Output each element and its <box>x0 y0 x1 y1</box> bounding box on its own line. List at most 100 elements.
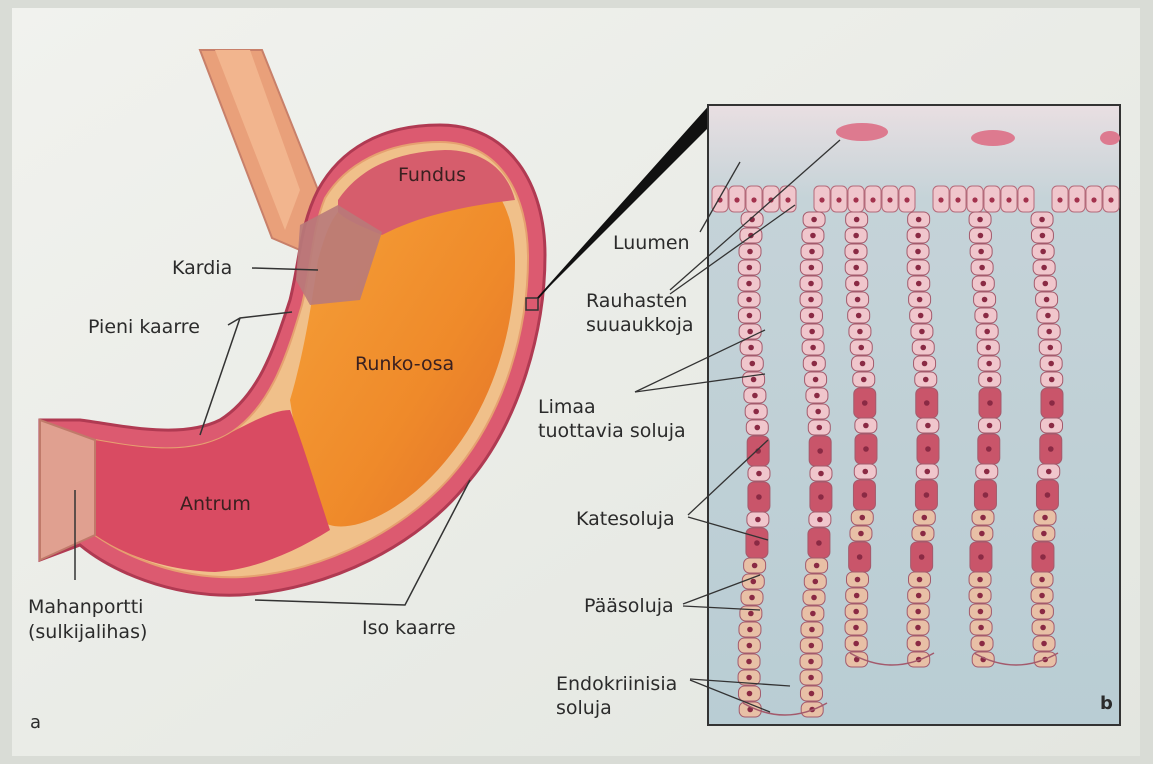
nucleus <box>955 197 960 202</box>
nucleus <box>1041 265 1047 271</box>
pit-2 <box>971 130 1015 146</box>
nucleus <box>977 217 983 223</box>
nucleus <box>817 448 823 454</box>
nucleus <box>1048 361 1054 367</box>
nucleus <box>854 281 860 287</box>
nucleus <box>925 423 931 429</box>
panel-letter-a: a <box>30 712 41 734</box>
pit-3 <box>1100 131 1120 145</box>
nucleus <box>1048 446 1054 452</box>
nucleus <box>1041 531 1047 537</box>
nucleus <box>810 345 816 351</box>
nucleus <box>809 329 815 335</box>
nucleus <box>746 281 752 287</box>
label-pieni-kaarre: Pieni kaarre <box>88 316 200 338</box>
nucleus <box>809 313 815 319</box>
nucleus <box>854 593 860 599</box>
nucleus <box>925 446 931 452</box>
label-kardia: Kardia <box>172 257 232 279</box>
nucleus <box>863 446 869 452</box>
label-antrum: Antrum <box>180 493 251 515</box>
label-limaa: Limaa <box>538 396 596 418</box>
nucleus <box>978 554 984 560</box>
nucleus <box>808 675 814 681</box>
label-endokriinisia: Endokriinisia <box>556 673 677 695</box>
nucleus <box>855 297 861 303</box>
label-endo-soluja: soluja <box>556 697 612 719</box>
nucleus <box>809 691 815 697</box>
label-luumen: Luumen <box>613 232 690 254</box>
nucleus <box>1049 423 1055 429</box>
nucleus <box>915 641 921 647</box>
nucleus <box>750 579 756 585</box>
nucleus <box>748 345 754 351</box>
nucleus <box>1042 515 1048 521</box>
nucleus <box>853 265 859 271</box>
nucleus <box>984 329 990 335</box>
nucleus <box>870 197 875 202</box>
nucleus <box>977 593 983 599</box>
label-iso-kaarre: Iso kaarre <box>362 617 456 639</box>
nucleus <box>977 577 983 583</box>
nucleus <box>747 265 753 271</box>
nucleus <box>734 197 739 202</box>
nucleus <box>887 197 892 202</box>
nucleus <box>814 563 820 569</box>
nucleus <box>853 625 859 631</box>
nucleus <box>816 540 822 546</box>
nucleus <box>754 425 760 431</box>
nucleus <box>862 469 868 475</box>
nucleus <box>747 249 753 255</box>
label-sulkijalihas: (sulkijalihas) <box>28 621 147 643</box>
nucleus <box>754 540 760 546</box>
nucleus <box>986 361 992 367</box>
nucleus <box>919 329 925 335</box>
nucleus <box>982 297 988 303</box>
nucleus <box>917 297 923 303</box>
nucleus <box>755 517 761 523</box>
nucleus <box>809 643 815 649</box>
nucleus <box>983 492 989 498</box>
nucleus <box>1039 577 1045 583</box>
nucleus <box>808 297 814 303</box>
nucleus <box>816 425 822 431</box>
nucleus <box>749 595 755 601</box>
nucleus <box>747 643 753 649</box>
nucleus <box>921 515 927 521</box>
nucleus <box>924 469 930 475</box>
nucleus <box>978 625 984 631</box>
nucleus <box>853 609 859 615</box>
nucleus <box>817 517 823 523</box>
nucleus <box>918 313 924 319</box>
nucleus <box>1044 297 1050 303</box>
nucleus <box>752 563 758 569</box>
nucleus <box>857 554 863 560</box>
pylorus <box>40 420 95 560</box>
nucleus <box>1040 554 1046 560</box>
nucleus <box>916 593 922 599</box>
nucleus <box>836 197 841 202</box>
label-tuottavia-soluja: tuottavia soluja <box>538 420 686 442</box>
nucleus <box>1074 197 1079 202</box>
nucleus <box>917 577 923 583</box>
nucleus <box>984 469 990 475</box>
nucleus <box>814 393 820 399</box>
nucleus <box>979 531 985 537</box>
nucleus <box>1040 625 1046 631</box>
nucleus <box>916 217 922 223</box>
nucleus <box>809 249 815 255</box>
nucleus <box>1108 197 1113 202</box>
nucleus <box>746 675 752 681</box>
nucleus <box>972 197 977 202</box>
nucleus <box>979 265 985 271</box>
nucleus <box>862 400 868 406</box>
nucleus <box>854 217 860 223</box>
nucleus <box>987 423 993 429</box>
nucleus <box>809 627 815 633</box>
label-paasoluja: Pääsoluja <box>584 595 674 617</box>
nucleus <box>1039 593 1045 599</box>
label-rauhasten: Rauhasten <box>586 290 687 312</box>
nucleus <box>1040 609 1046 615</box>
nucleus <box>1057 197 1062 202</box>
